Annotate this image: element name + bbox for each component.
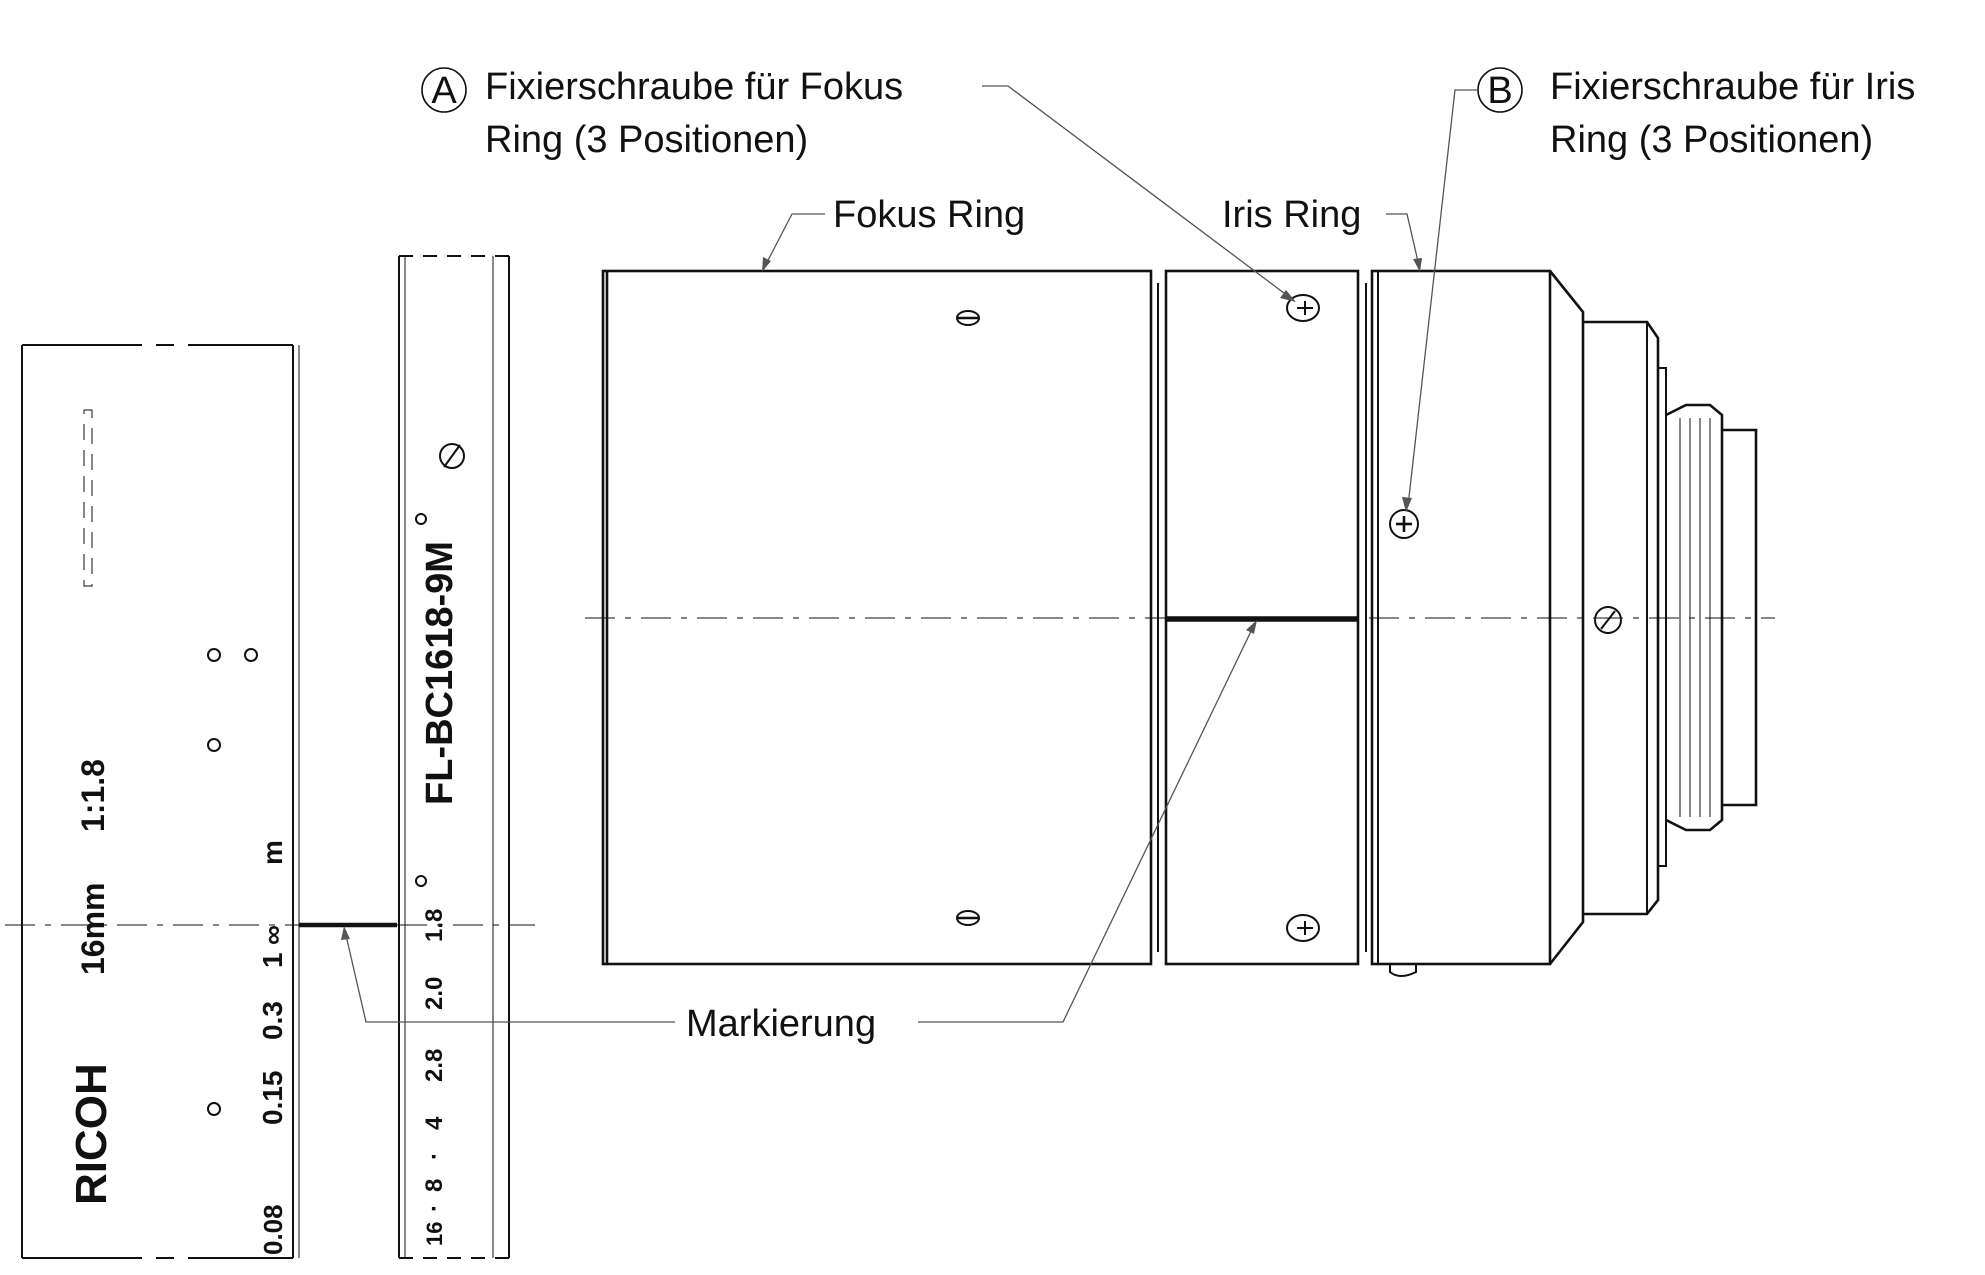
callout-a-marker: A <box>431 70 457 112</box>
f-number-8: 8 <box>421 1179 448 1192</box>
f-number-4: 4 <box>421 1116 448 1130</box>
model-number: FL-BC1618-9M <box>419 541 461 805</box>
distance-unit-label: m <box>257 840 288 865</box>
focal-length-label: 16mm <box>75 883 111 976</box>
focus-ring-label: Fokus Ring <box>833 194 1025 236</box>
f-number-2-0: 2.0 <box>421 977 448 1010</box>
lens-body <box>601 269 1758 977</box>
distance-0-08: 0.08 <box>258 1204 288 1255</box>
callout-a-line1: Fixierschraube für Fokus <box>485 66 903 108</box>
distance-1: 1 <box>257 952 288 968</box>
distance-infinity: ∞ <box>257 925 288 945</box>
callout-a-circle <box>421 67 467 113</box>
callout-a-line2: Ring (3 Positionen) <box>485 119 808 161</box>
callout-b-line2: Ring (3 Positionen) <box>1550 119 1873 161</box>
callout-b-line1: Fixierschraube für Iris <box>1550 66 1915 108</box>
focus-scale-strip <box>21 344 300 1259</box>
f-number-16: 16 <box>422 1222 447 1246</box>
f-number-dot-1: · <box>421 1152 448 1160</box>
f-number-dot-2: · <box>421 1204 448 1212</box>
distance-0-15: 0.15 <box>257 1071 288 1126</box>
f-number-2-8: 2.8 <box>421 1049 448 1082</box>
aperture-ratio-label: 1:1.8 <box>75 759 111 832</box>
f-number-1-8: 1.8 <box>421 909 448 942</box>
callout-b-marker: B <box>1487 70 1512 112</box>
aperture-scale-strip <box>398 255 510 1259</box>
brand-label: RICOH <box>67 1063 116 1205</box>
iris-ring-label: Iris Ring <box>1222 194 1361 236</box>
marking-label: Markierung <box>686 1003 876 1045</box>
distance-0-3: 0.3 <box>257 1001 288 1040</box>
